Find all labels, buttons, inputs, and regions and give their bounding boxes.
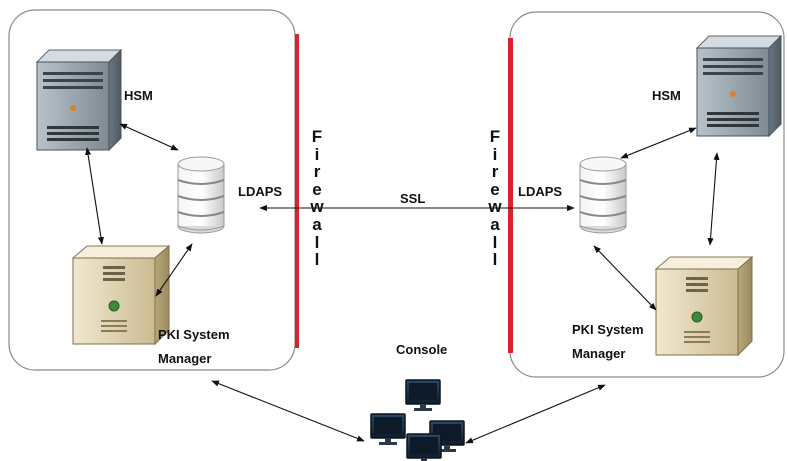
arrow-console-right-zone [465,384,606,444]
firewall-letter: w [488,197,502,217]
ldaps-left-label: LDAPS [238,184,283,199]
console-label: Console [396,342,448,357]
pki-right-server-icon [655,256,753,356]
arrow-db-right-hsm-right [620,127,697,159]
firewall-letter: F [489,127,501,146]
arrow-hsm-right-pki-right [707,152,720,246]
arrow-hsm-left-db-left [119,123,179,151]
hsm-right-server-icon [696,35,782,137]
firewall-letter: e [312,179,322,199]
arrow-hsm-left-pki-left [85,147,104,245]
pki-left-server-icon [72,245,170,345]
hsm-right-label: HSM [652,88,681,103]
firewall-letter: l [314,250,320,270]
ssl-label: SSL [400,191,426,206]
firewall-letter: a [312,214,322,234]
console-monitor-top-icon [405,379,441,412]
right-firewall-bar [508,38,513,353]
pki-right-label-line2: Manager [572,346,626,361]
hsm-left-server-icon [36,49,122,151]
console-monitor-left-icon [370,413,406,446]
console-monitor-bottom-icon [406,433,442,461]
console-computers-icon [370,379,465,461]
firewall-letter: e [490,179,500,199]
firewall-letter: w [310,197,324,217]
firewall-letter: i [314,144,320,164]
firewall-letter: i [492,144,498,164]
left-firewall-bar [295,34,299,348]
firewall-letter: F [311,127,323,146]
firewall-letter: l [314,232,320,252]
firewall-letter: l [492,232,498,252]
arrow-db-right-pki-right [593,245,657,311]
pki-right-label-line1: PKI System [572,322,644,337]
pki-left-label-line1: PKI System [158,327,230,342]
firewall-letter: l [492,250,498,270]
arrow-db-left-pki-left [155,243,193,297]
arrow-console-left-zone [211,380,365,442]
ldaps-right-label: LDAPS [518,184,563,199]
ldap-right-database-icon [579,156,627,234]
firewall-letter: r [491,162,499,182]
hsm-left-label: HSM [124,88,153,103]
firewall-letter: r [313,162,321,182]
pki-left-label-line2: Manager [158,351,212,366]
firewall-letter: a [490,214,500,234]
ldap-left-database-icon [177,156,225,234]
